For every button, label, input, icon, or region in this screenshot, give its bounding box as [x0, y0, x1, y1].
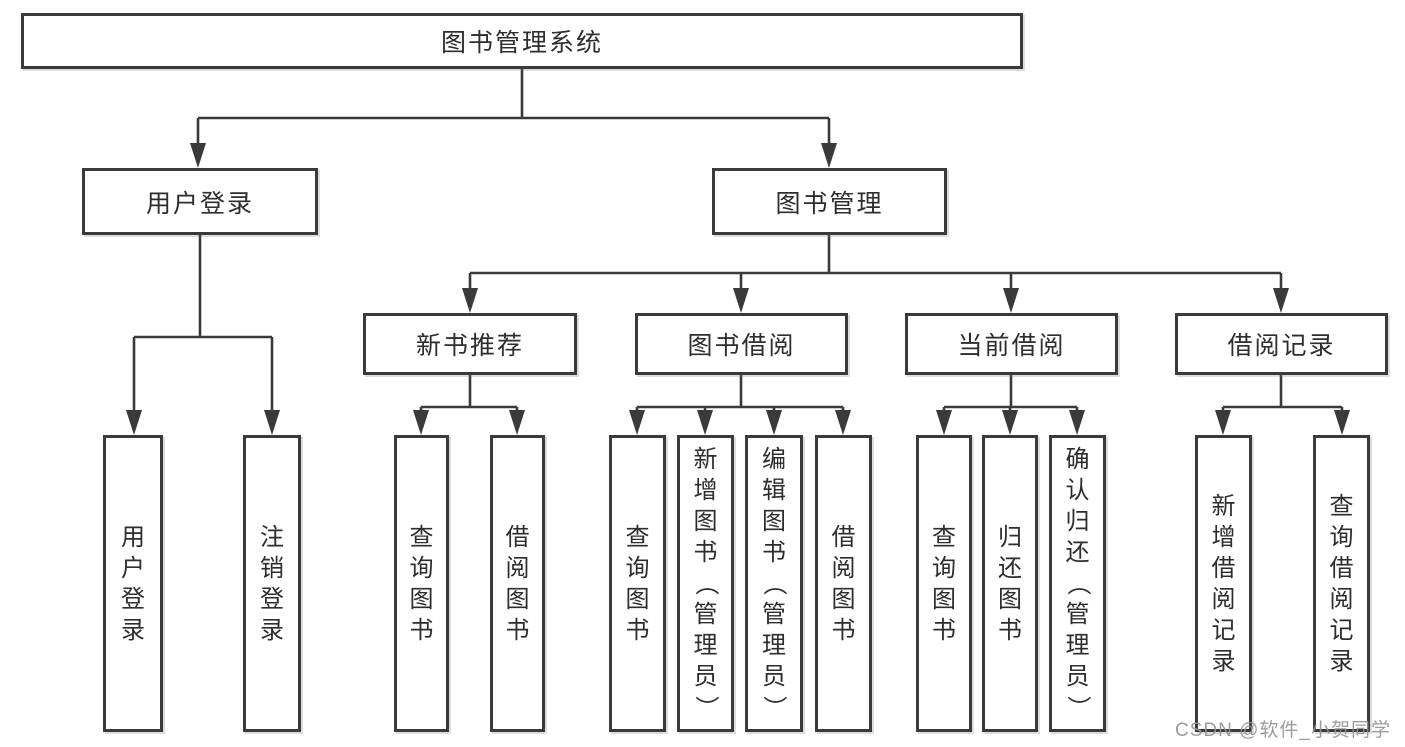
leaf-user-login: 用户登录: [103, 435, 163, 732]
vertical-char: 理: [693, 632, 718, 659]
vertical-char: 还: [1065, 539, 1090, 566]
vertical-char: 书: [932, 616, 956, 644]
leaf-logout: 注销登录: [243, 435, 301, 732]
leaf-borrow-books-rec: 借阅图书: [490, 435, 545, 732]
vertical-char: 查: [409, 523, 434, 551]
vertical-char: 管: [762, 601, 786, 628]
vertical-char: 登: [121, 585, 145, 613]
vertical-char: 新: [693, 446, 718, 473]
vertical-char: 图: [505, 585, 530, 613]
node-current-borrowing: 当前借阅: [905, 313, 1118, 375]
vertical-char: （: [692, 571, 719, 596]
vertical-char: 归: [998, 523, 1022, 551]
vertical-char: 记: [1211, 616, 1236, 644]
vertical-char: 记: [1329, 616, 1354, 644]
vertical-char: 管: [1065, 601, 1090, 628]
vertical-char: 图: [831, 585, 856, 613]
vertical-char: 询: [625, 554, 650, 582]
vertical-char: 阅: [1329, 585, 1354, 613]
node-user-login: 用户登录: [82, 168, 318, 235]
vertical-char: （: [1064, 571, 1091, 596]
vertical-char: 认: [1065, 477, 1090, 504]
vertical-char: ）: [760, 695, 788, 720]
vertical-char: 借: [831, 523, 856, 551]
leaf-query-books-borrow: 查询图书: [609, 435, 666, 732]
vertical-char: 书: [831, 616, 856, 644]
vertical-char: 图: [409, 585, 434, 613]
vertical-char: 录: [121, 616, 145, 644]
leaf-confirm-return-admin: 确认归还 （ 管理员 ）: [1049, 435, 1106, 732]
vertical-char: 录: [260, 616, 284, 644]
vertical-char: 书: [505, 616, 530, 644]
vertical-char: 员: [1065, 663, 1090, 690]
vertical-char: 阅: [505, 554, 530, 582]
leaf-query-books-rec: 查询图书: [394, 435, 449, 732]
vertical-char: ）: [692, 695, 719, 720]
vertical-char: 增: [1211, 523, 1236, 551]
vertical-char: 询: [1329, 523, 1354, 551]
vertical-char: 借: [505, 523, 530, 551]
vertical-char: 员: [693, 663, 718, 690]
vertical-char: 确: [1065, 446, 1090, 473]
vertical-char: ）: [1064, 695, 1091, 720]
vertical-char: 图: [932, 585, 956, 613]
vertical-char: 书: [762, 539, 786, 566]
vertical-char: 登: [260, 585, 284, 613]
vertical-char: 借: [1329, 554, 1354, 582]
vertical-char: 询: [932, 554, 956, 582]
vertical-char: 归: [1065, 508, 1090, 535]
node-new-book-recommendation: 新书推荐: [363, 313, 577, 375]
vertical-char: 理: [1065, 632, 1090, 659]
leaf-add-borrow-record: 新增借阅记录: [1195, 435, 1252, 732]
leaf-add-books-admin: 新增图书 （ 管理员 ）: [677, 435, 734, 732]
node-book-borrowing: 图书借阅: [635, 313, 848, 375]
vertical-char: 编: [762, 446, 786, 473]
vertical-char: 书: [409, 616, 434, 644]
leaf-borrow-books: 借阅图书: [815, 435, 872, 732]
vertical-char: 书: [625, 616, 650, 644]
vertical-char: 新: [1211, 492, 1236, 520]
node-library-management-system: 图书管理系统: [21, 13, 1023, 69]
leaf-query-borrow-record: 查询借阅记录: [1313, 435, 1370, 732]
vertical-char: 录: [1329, 647, 1354, 675]
vertical-char: 销: [260, 554, 284, 582]
vertical-char: 图: [625, 585, 650, 613]
vertical-char: 管: [693, 601, 718, 628]
vertical-char: 还: [998, 554, 1022, 582]
csdn-watermark: CSDN @软件_小贺同学: [1175, 720, 1391, 741]
vertical-char: 图: [998, 585, 1022, 613]
vertical-char: 增: [693, 477, 718, 504]
vertical-char: 图: [693, 508, 718, 535]
vertical-char: （: [760, 571, 788, 596]
vertical-char: 图: [762, 508, 786, 535]
node-book-management: 图书管理: [712, 168, 947, 235]
vertical-char: 注: [260, 523, 284, 551]
vertical-char: 户: [121, 554, 145, 582]
vertical-char: 书: [693, 539, 718, 566]
arrowheads: [126, 143, 1350, 435]
vertical-char: 阅: [831, 554, 856, 582]
vertical-char: 借: [1211, 554, 1236, 582]
vertical-char: 询: [409, 554, 434, 582]
leaf-query-books-current: 查询图书: [916, 435, 972, 732]
vertical-char: 理: [762, 632, 786, 659]
leaf-edit-books-admin: 编辑图书 （ 管理员 ）: [745, 435, 803, 732]
vertical-char: 查: [625, 523, 650, 551]
vertical-char: 查: [932, 523, 956, 551]
leaf-return-books: 归还图书: [982, 435, 1038, 732]
vertical-char: 阅: [1211, 585, 1236, 613]
vertical-char: 员: [762, 663, 786, 690]
vertical-char: 录: [1211, 647, 1236, 675]
vertical-char: 查: [1329, 492, 1354, 520]
vertical-char: 用: [121, 523, 145, 551]
vertical-char: 书: [998, 616, 1022, 644]
vertical-char: 辑: [762, 477, 786, 504]
node-borrowing-records: 借阅记录: [1175, 313, 1388, 375]
